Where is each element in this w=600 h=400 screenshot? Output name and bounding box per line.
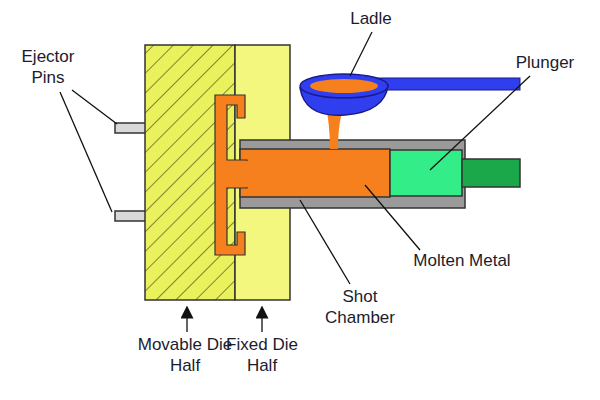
plunger — [390, 150, 462, 196]
part-label: Molten Metal — [392, 250, 532, 271]
shot-chamber — [240, 140, 465, 208]
part-label: Movable Die Half — [130, 334, 240, 376]
leader-lines — [60, 32, 530, 332]
ladle-metal — [310, 79, 378, 93]
die-cavity — [215, 95, 247, 255]
plunger-rod — [462, 159, 520, 187]
part-label: Ladle — [336, 8, 406, 29]
gate — [228, 161, 248, 187]
part-label: Ejector Pins — [8, 46, 88, 88]
ladle-rim — [300, 74, 388, 98]
ladle-handle — [370, 78, 520, 90]
part-label: Fixed Die Half — [222, 334, 302, 376]
part-label: Plunger — [500, 52, 590, 73]
molten-metal — [240, 149, 390, 197]
part-label: Shot Chamber — [318, 286, 402, 328]
